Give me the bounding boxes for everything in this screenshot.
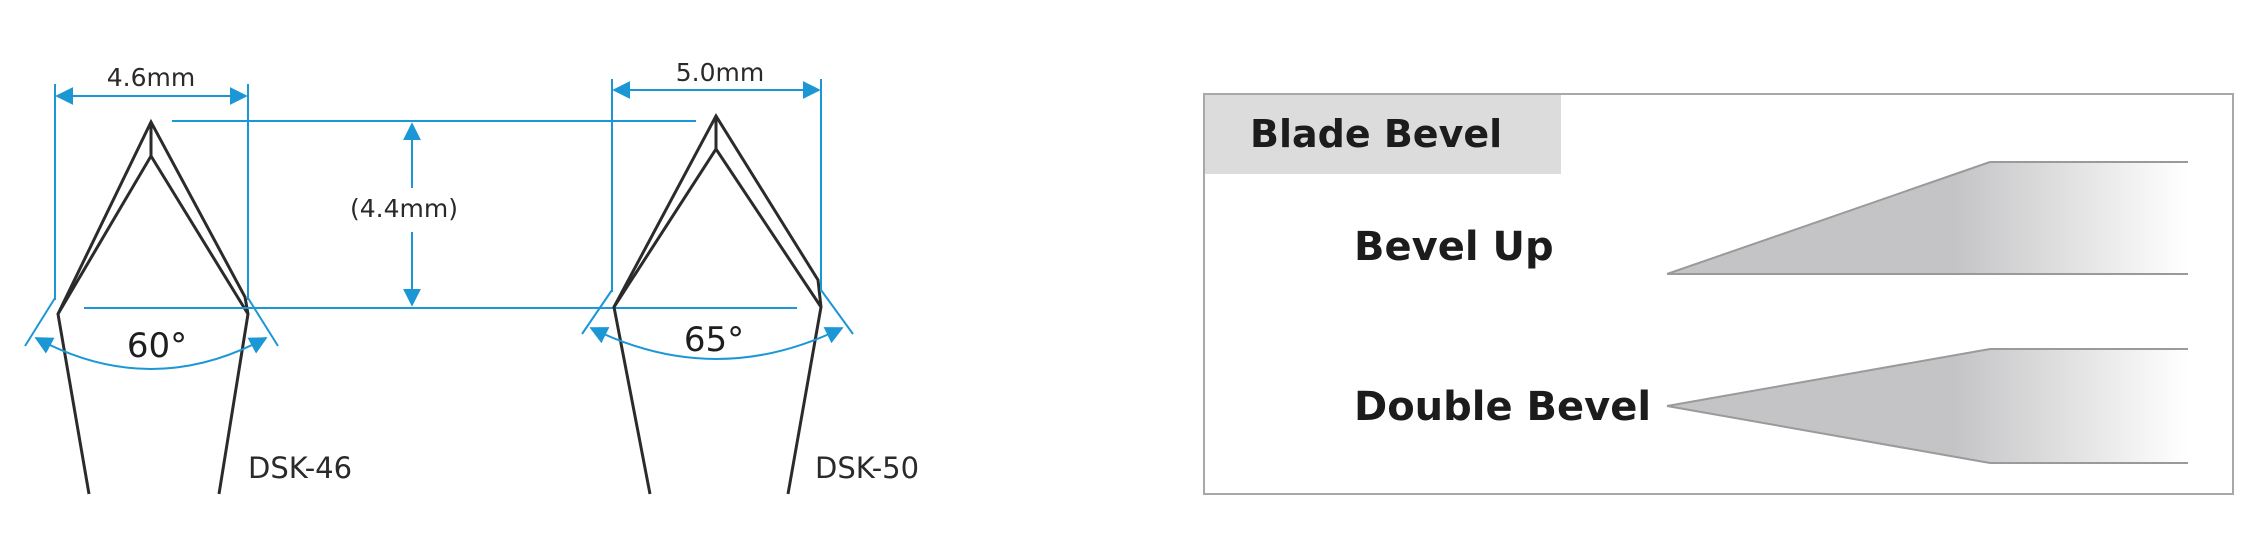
double-bevel-lower-bevel: [1666, 405, 1991, 464]
bevel-up-label: Bevel Up: [1354, 224, 1554, 270]
blade-bevel-panel: Blade Bevel Bevel Up Double Bevel: [1203, 93, 2234, 495]
angle-arc: [34, 337, 268, 370]
height-dimension: [84, 120, 797, 309]
tip-outline: [612, 113, 823, 495]
double-bevel-blade: [1666, 348, 2188, 464]
panel-header: [1205, 95, 1561, 174]
angle-arc: [589, 327, 844, 360]
tip-diagram-dsk-46: 4.6mm 60° DSK-46: [24, 63, 352, 495]
angle-ext-right: [247, 297, 279, 347]
angle-ext-left: [24, 297, 56, 347]
height-label: (4.4mm): [350, 194, 458, 223]
model-label: DSK-50: [815, 451, 919, 485]
tip-diagram-dsk-50: 5.0mm 65° DSK-50: [581, 58, 919, 495]
angle-ext-right: [820, 289, 854, 335]
angle-label: 65°: [684, 320, 744, 360]
double-bevel-shape: [1667, 349, 2188, 463]
tip-inner-edge: [56, 153, 250, 315]
tip-outer-edge: [612, 113, 823, 495]
bevel-up-bevel-edge: [1666, 161, 1991, 275]
double-bevel-upper-bevel: [1666, 348, 1991, 407]
double-bevel-label: Double Bevel: [1354, 384, 1651, 430]
model-label: DSK-46: [248, 451, 352, 485]
angle-label: 60°: [127, 326, 187, 366]
bevel-up-blade: [1666, 161, 2188, 275]
width-label: 4.6mm: [107, 63, 195, 92]
tip-inner-edge: [612, 146, 823, 308]
width-label: 5.0mm: [676, 58, 764, 87]
angle-indicator: [24, 297, 279, 370]
panel-title: Blade Bevel: [1250, 112, 1502, 156]
bevel-up-shape: [1667, 162, 2188, 274]
width-dimension: [611, 79, 822, 292]
angle-indicator: [581, 289, 854, 360]
angle-ext-left: [581, 289, 613, 335]
